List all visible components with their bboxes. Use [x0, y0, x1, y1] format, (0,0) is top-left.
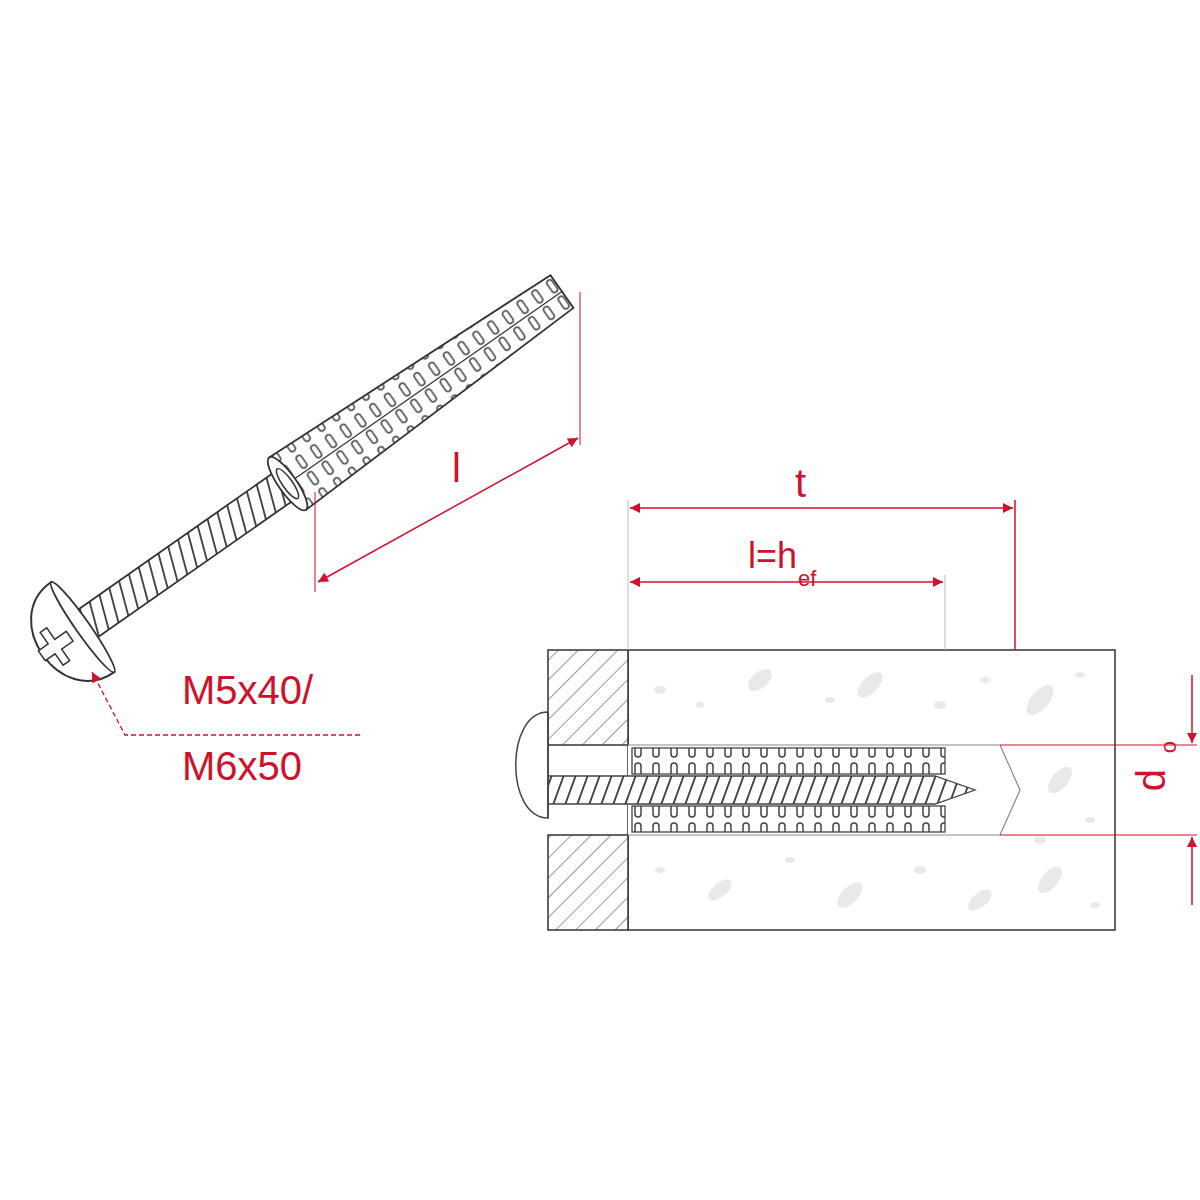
screw-size-label: M5x40/ M6x50 [182, 652, 357, 804]
diameter-subscript: o [1158, 741, 1180, 753]
embedment-label: l=h [748, 538, 797, 574]
diameter-dimension [1000, 675, 1197, 905]
plug-lower [632, 806, 945, 832]
fixture-lower [548, 835, 628, 930]
screw-section [548, 776, 975, 804]
plug-split [288, 292, 562, 484]
depth-dimensions [628, 500, 1015, 650]
screw-and-plug [10, 246, 593, 700]
plug-collar [262, 452, 313, 515]
embedment-subscript: ef [798, 568, 816, 590]
diameter-label: d [1131, 769, 1171, 791]
phillips-recess [30, 620, 81, 672]
depth-label: t [795, 463, 806, 503]
screw-head-rim [45, 578, 120, 676]
plug-bore [273, 466, 302, 501]
plug-body [269, 265, 580, 510]
section-view [516, 650, 1115, 930]
plug-upper [632, 748, 945, 774]
length-dimension [315, 292, 580, 592]
screw-head-section [516, 712, 548, 818]
fixture-upper [548, 650, 628, 745]
length-label: l [452, 448, 461, 488]
screw-shaft [70, 464, 306, 643]
